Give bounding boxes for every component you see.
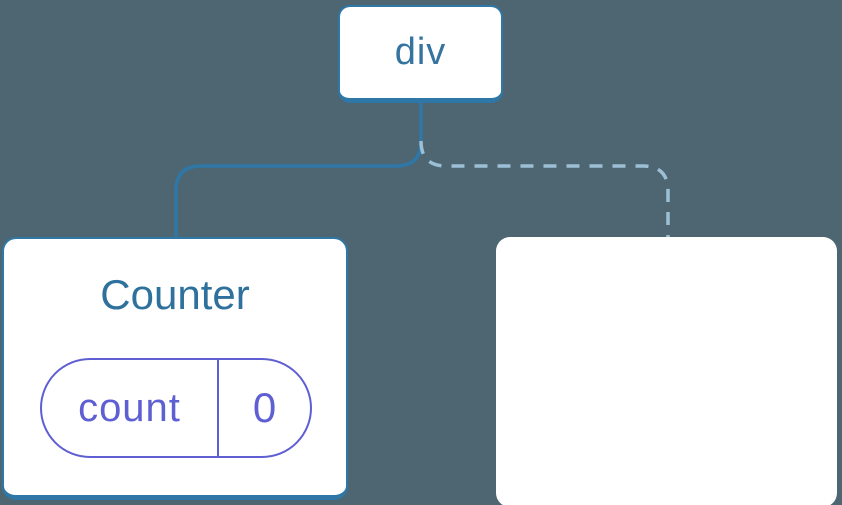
removed-node (496, 237, 837, 505)
state-key: count (78, 385, 181, 430)
connector-dashed (419, 140, 670, 238)
state-pill: count 0 (40, 358, 312, 458)
connector-solid (174, 100, 423, 238)
root-node: div (338, 5, 503, 103)
counter-node-title: Counter (100, 271, 250, 318)
root-node-label: div (394, 31, 447, 73)
counter-node: Counter count 0 (2, 237, 348, 500)
state-value: 0 (217, 360, 310, 456)
